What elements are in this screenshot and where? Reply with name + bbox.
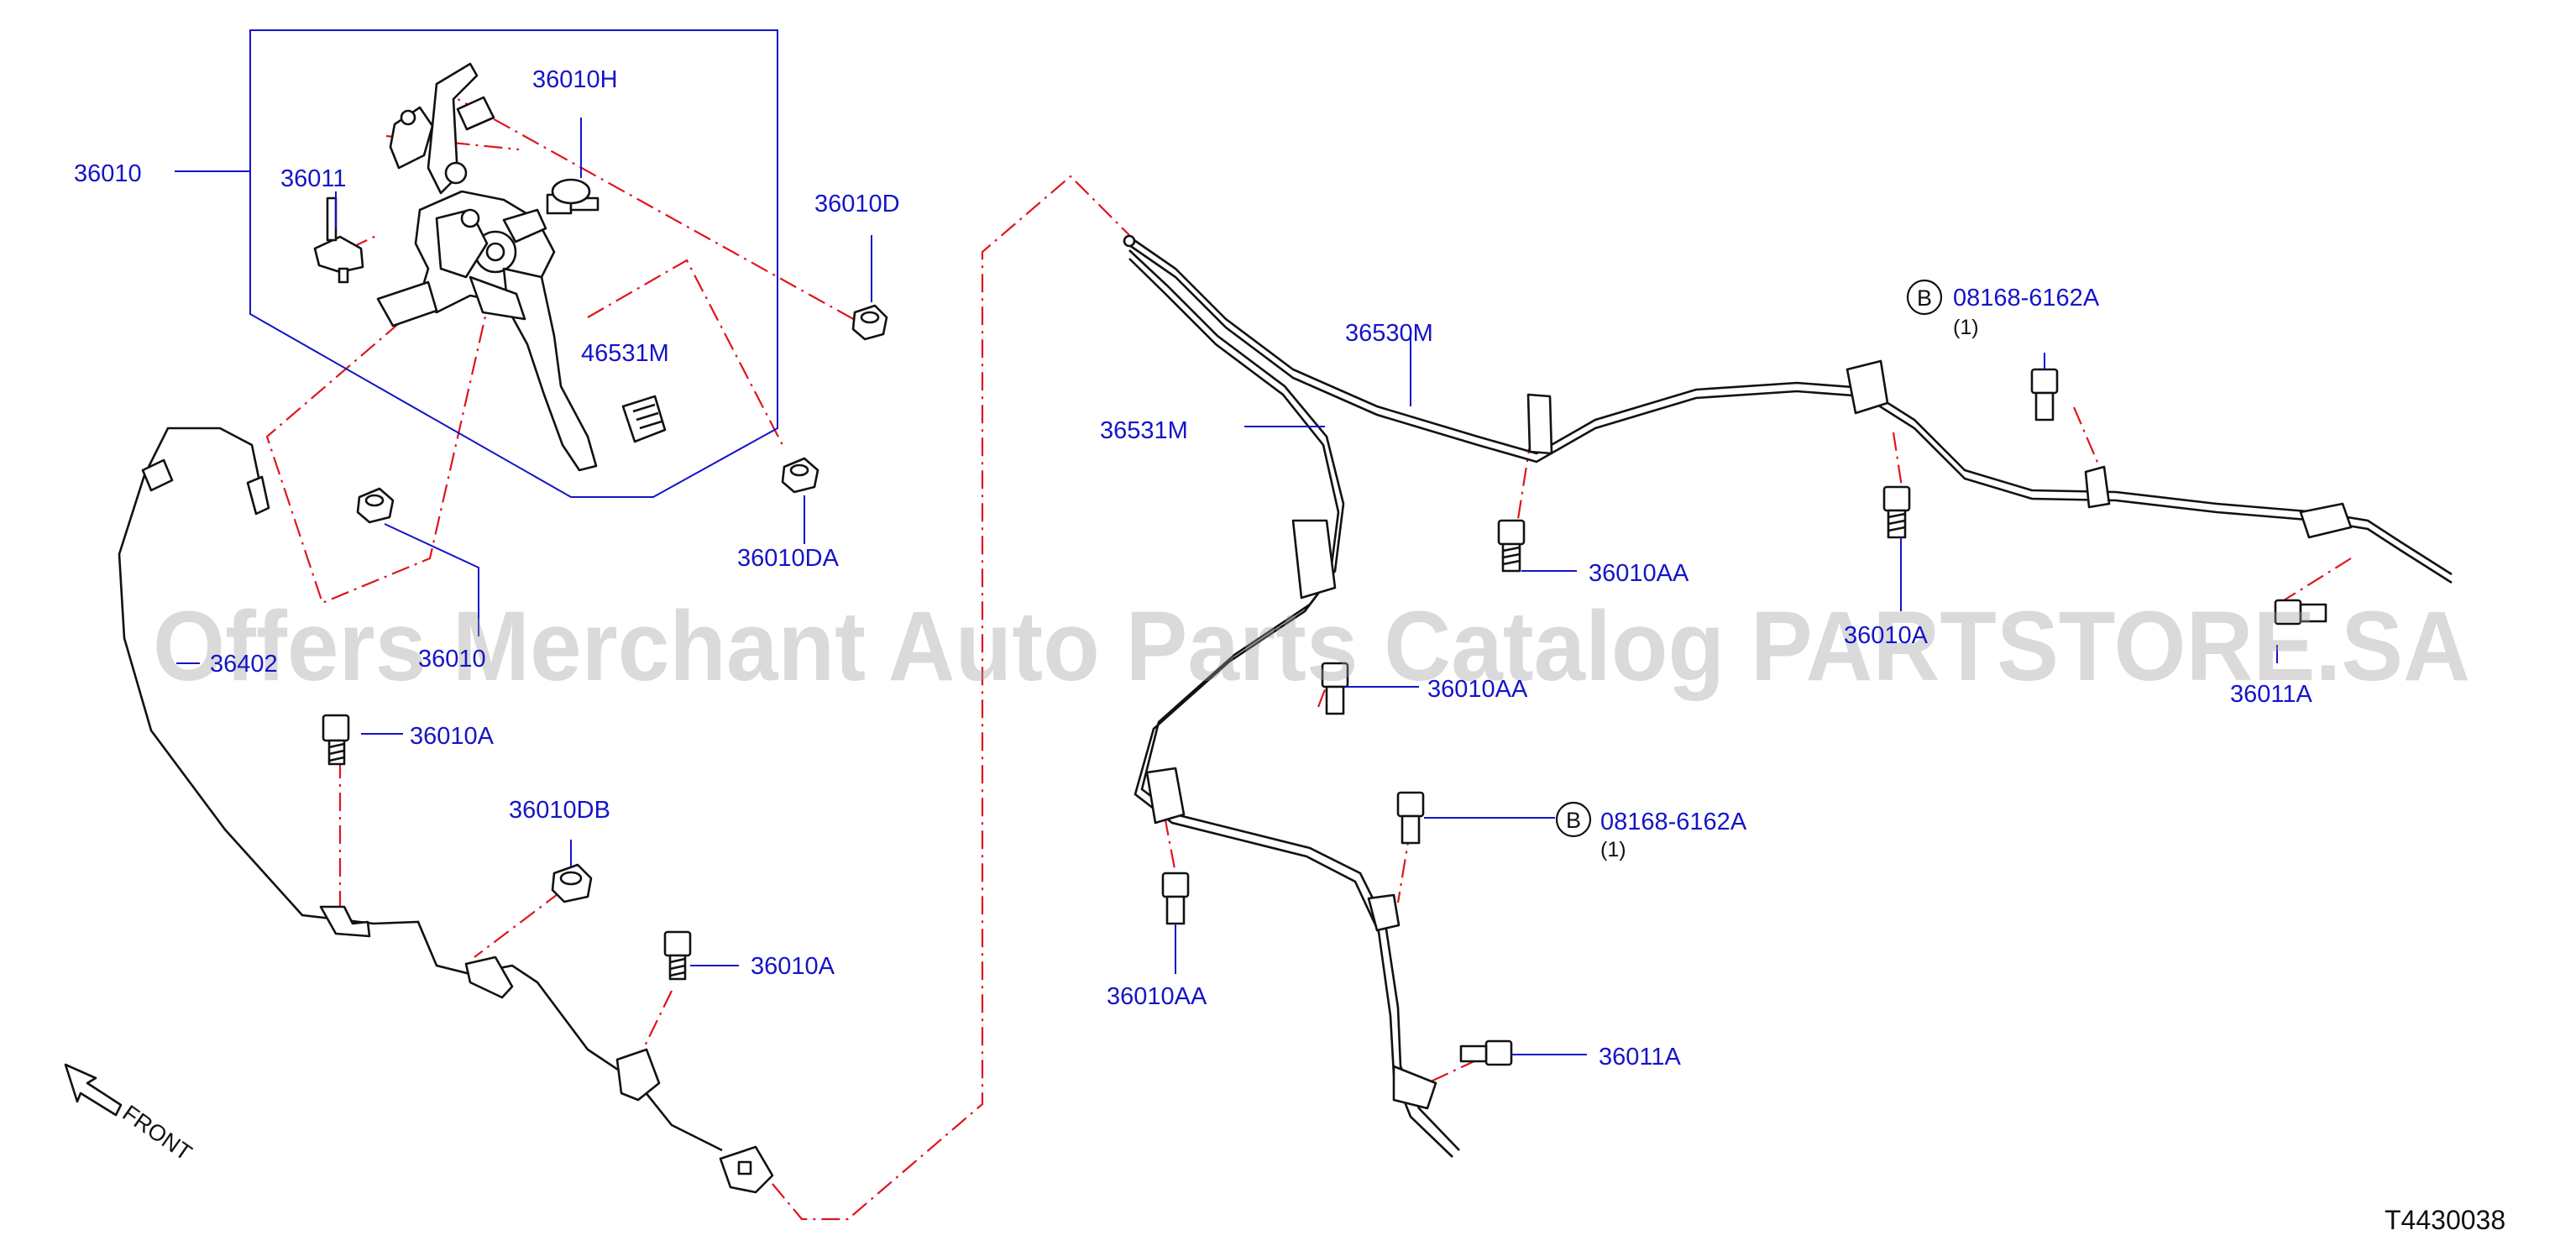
bolt-36011A-right xyxy=(2274,599,2327,626)
quantity-bottom: (1) xyxy=(1600,838,1626,861)
nut-36010DA xyxy=(781,457,819,494)
label-46531M[interactable]: 46531M xyxy=(581,340,669,367)
quantity-top: (1) xyxy=(1953,316,1979,339)
label-08168-6162A-top[interactable]: 08168-6162A xyxy=(1953,285,2100,312)
bolt-36010AA-2 xyxy=(1321,662,1349,715)
callout-08168-top[interactable]: B 08168-6162A (1) xyxy=(1906,279,2100,339)
leader-lines xyxy=(175,118,2278,1055)
callout-08168-bottom[interactable]: B 08168-6162A (1) xyxy=(1555,801,1747,861)
label-36010-partial[interactable]: 36010 xyxy=(418,646,486,673)
label-36010[interactable]: 36010 xyxy=(74,160,142,187)
diagram-code: T4430038 xyxy=(2385,1205,2505,1235)
bolt-36011A-bottom xyxy=(1459,1039,1513,1066)
label-36010A-right[interactable]: 36010A xyxy=(1844,622,1929,649)
bolt-36010AA-3 xyxy=(1161,872,1190,925)
front-cable-36402 xyxy=(118,427,774,1194)
bolt-08168-top xyxy=(2030,368,2059,421)
bolt-36010H xyxy=(546,178,599,215)
front-arrow-icon xyxy=(64,1063,123,1117)
label-36010DA[interactable]: 36010DA xyxy=(737,545,840,572)
nut-36010DB xyxy=(551,863,593,903)
pedal-assembly-frame xyxy=(249,29,778,498)
brake-switch-36011 xyxy=(313,196,364,284)
nut-36010D xyxy=(851,304,888,341)
label-36010AA-3[interactable]: 36010AA xyxy=(1107,983,1207,1010)
label-36010D[interactable]: 36010D xyxy=(814,191,900,217)
label-36010DB[interactable]: 36010DB xyxy=(509,797,610,824)
label-36010AA-2[interactable]: 36010AA xyxy=(1427,676,1528,703)
nut-36010-front xyxy=(356,487,395,524)
label-08168-6162A-bottom[interactable]: 08168-6162A xyxy=(1600,809,1747,835)
label-36531M[interactable]: 36531M xyxy=(1100,417,1188,444)
label-36402[interactable]: 36402 xyxy=(210,651,278,678)
bolt-badge-b: B xyxy=(1566,808,1581,833)
watermark: Offers Merchant Auto Parts Catalog PARTS… xyxy=(153,591,2470,702)
label-36010A-bottom[interactable]: 36010A xyxy=(751,953,835,980)
front-label: FRONT xyxy=(118,1100,196,1165)
label-36010AA-1[interactable]: 36010AA xyxy=(1589,560,1689,587)
parking-brake-pedal-assembly xyxy=(376,62,598,472)
label-36011A-right[interactable]: 36011A xyxy=(2230,681,2312,708)
label-36010H[interactable]: 36010H xyxy=(532,66,618,93)
rear-cable-36530M xyxy=(1123,234,2453,584)
label-36010A-top[interactable]: 36010A xyxy=(410,723,495,750)
bolt-36010A-right xyxy=(1882,485,1911,539)
label-36011[interactable]: 36011 xyxy=(280,165,347,192)
bolt-36010AA-1 xyxy=(1497,519,1526,573)
rear-cable-36531M xyxy=(1128,249,1460,1158)
label-36011A-bottom[interactable]: 36011A xyxy=(1599,1044,1681,1071)
bolt-08168-bottom xyxy=(1396,791,1425,845)
bolt-36010A-top xyxy=(322,714,350,766)
label-36530M[interactable]: 36530M xyxy=(1345,320,1433,347)
bolt-badge-b: B xyxy=(1917,285,1932,311)
dashed-assembly-lines xyxy=(265,86,2352,1221)
pedal-pad-46531M xyxy=(621,395,667,443)
bolt-36010A-bottom xyxy=(663,930,692,981)
